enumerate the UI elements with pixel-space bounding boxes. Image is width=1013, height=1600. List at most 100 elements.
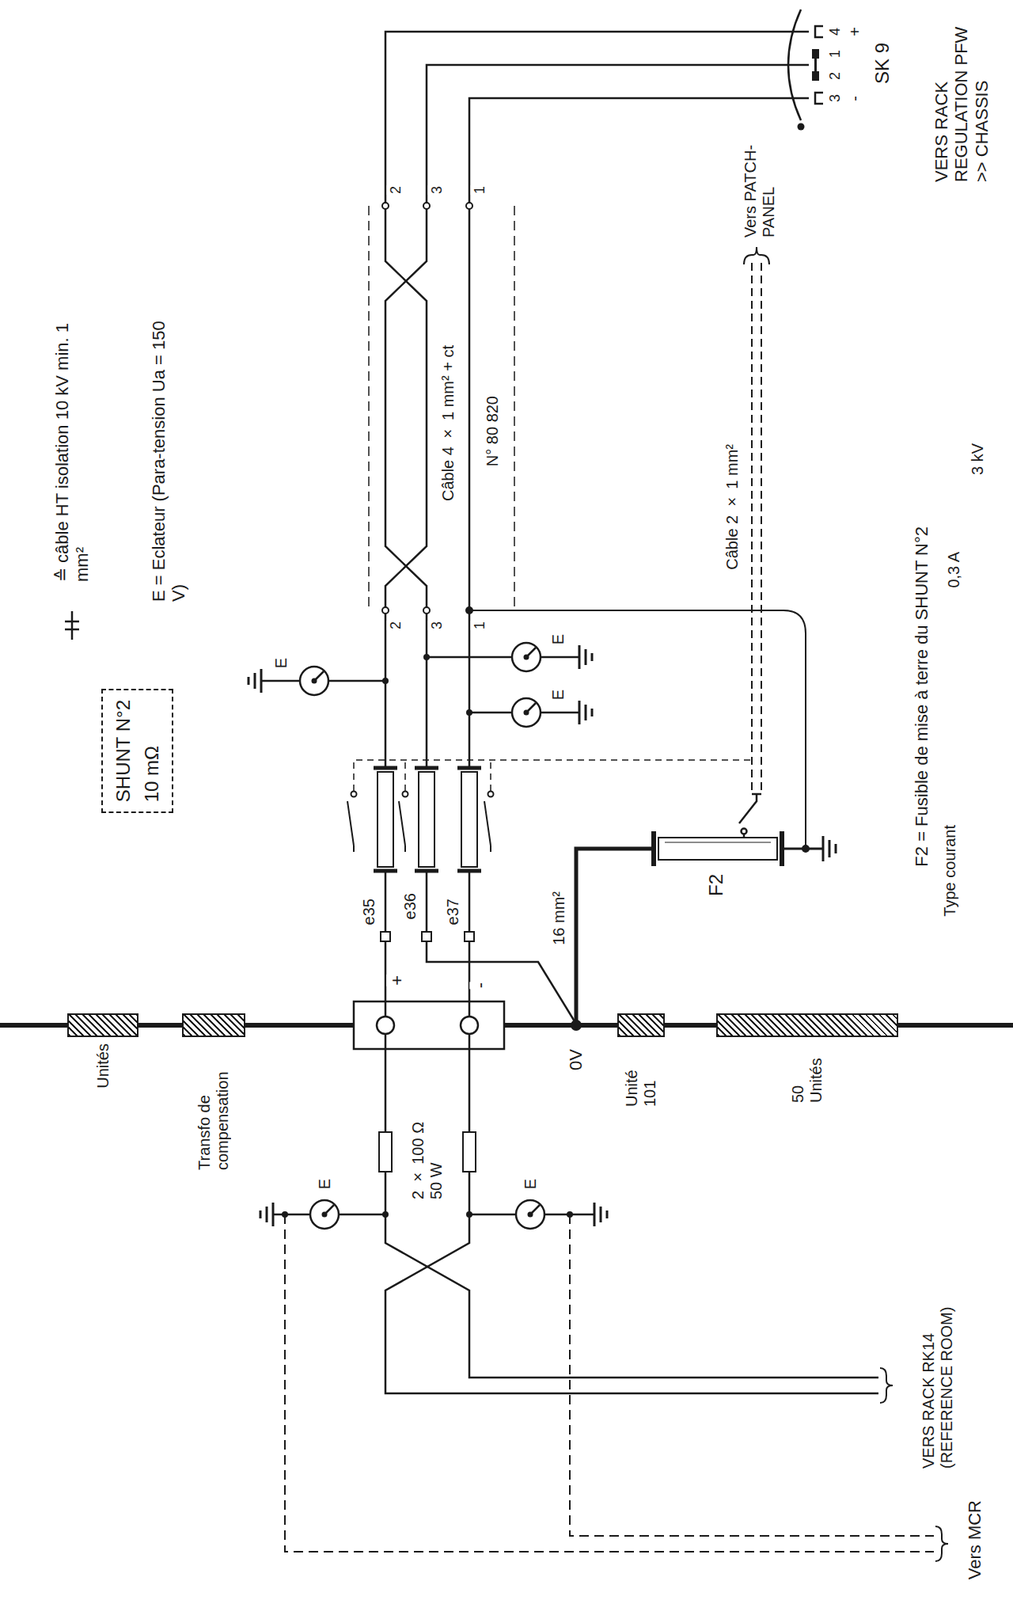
compensation-transformer: Transfo de compensation [182, 1013, 246, 1170]
switch-symbol [347, 800, 354, 852]
switch-symbol [741, 828, 748, 835]
terminal-square [380, 931, 391, 941]
terminal-square [380, 931, 475, 941]
switch-symbol [739, 793, 762, 838]
legend-note: E = Eclateur (Para-tension Ua = 150 V) [147, 315, 190, 603]
signal-wire [385, 1033, 879, 1378]
fuse-symbol [653, 830, 824, 866]
fuse-rating: 0,3 A [944, 550, 964, 589]
hatched-rect [617, 1013, 665, 1037]
junction-dot [801, 844, 810, 853]
ground-symbol [828, 839, 831, 858]
resistor-value: 2 × 100 Ω 50 W [408, 1103, 447, 1200]
spark-gap-label: E [548, 688, 569, 701]
spark-gap [261, 642, 595, 1229]
earth-conductor [576, 848, 654, 1025]
spark-gap-dot [423, 653, 430, 661]
spark-gap-dot [466, 709, 473, 716]
connector-pin [814, 58, 817, 72]
bus-connector [664, 1022, 717, 1028]
spark-gap-dot [382, 677, 389, 684]
switch-symbol [398, 800, 406, 852]
spark-gap-dot [523, 709, 530, 716]
spark-gap [512, 698, 541, 727]
destination-label: Vers PATCH-PANEL [740, 117, 779, 239]
polarity-sign: - [845, 94, 866, 103]
link-capsule [418, 771, 435, 867]
cable-shield [368, 205, 370, 611]
resistor-symbol [379, 1131, 392, 1172]
connector-pin [811, 71, 820, 81]
signal-wire [385, 31, 809, 1021]
spark-gap [515, 1199, 545, 1229]
connector-sk9 [815, 92, 824, 104]
ground-symbol [247, 676, 251, 685]
polarity-sign: - [469, 981, 491, 989]
spark-gap-label: E [548, 633, 569, 645]
hatched-rect [67, 1013, 139, 1037]
hv-cable-symbol [64, 610, 80, 640]
ground-symbol [591, 708, 594, 717]
ground-symbol [578, 700, 581, 725]
ground-symbol [259, 1210, 262, 1218]
connector-pin [797, 123, 805, 131]
spark-gap-label: E [314, 1177, 335, 1190]
patch-panel-cable [760, 262, 763, 794]
node-text: SHUNT N°2 [112, 699, 135, 802]
polarity-sign: + [845, 26, 866, 38]
terminal-square [464, 931, 475, 941]
destination-label: VERS RACK RK14 (REFERENCE ROOM) [918, 1301, 957, 1469]
magnet-unit: Unités [67, 1013, 139, 1089]
cable-shield [513, 205, 516, 611]
ground-symbol [254, 672, 257, 689]
fuse-rating: 3 kV [967, 442, 988, 476]
destination-label: Vers MCR [963, 1498, 986, 1580]
brace [880, 1367, 893, 1403]
cable-label: Câble 2 × 1 mm² [722, 443, 743, 571]
node-text: Unités [94, 1043, 113, 1089]
fuse-name: F2 [704, 872, 729, 897]
wire-number: 2 [386, 620, 406, 630]
pin-number: 1 [826, 49, 845, 59]
ground-symbol [823, 835, 836, 862]
spark-gap-dot [527, 1211, 534, 1218]
pin-number: 4 [826, 26, 845, 37]
shield-wire [469, 610, 806, 849]
terminal-label: e35 [359, 897, 380, 926]
signal-wire [385, 64, 809, 1021]
ground-symbol [822, 835, 825, 862]
cable-end [423, 202, 430, 209]
ground-symbol [260, 668, 263, 693]
magnet-unit: 50 Unités [716, 1013, 899, 1103]
signal-wire [469, 98, 809, 1017]
terminal-square [421, 931, 432, 941]
shield-wire [469, 610, 806, 849]
polarity-sign: + [386, 974, 408, 987]
magnet-unit: Unité 101 [617, 1013, 665, 1107]
destination-label: VERS RACK REGULATION PFW >> CHASSIS [930, 7, 993, 183]
spark-gap-label: E [271, 656, 292, 669]
hatched-rect [716, 1013, 899, 1037]
connector-sk9 [815, 26, 824, 38]
switch-symbol [402, 791, 409, 797]
spark-gap [310, 1199, 339, 1229]
node-text: Transfo de compensation [195, 1043, 232, 1170]
link-capsule [461, 771, 478, 867]
patch-panel-cable [751, 262, 762, 794]
cable-end [423, 607, 430, 614]
potential-label: 0V [565, 1047, 587, 1071]
control-link [353, 759, 752, 791]
fuse-symbol [658, 837, 778, 860]
spark-gap [273, 1213, 386, 1216]
cable-end [382, 202, 473, 614]
ground-symbol [265, 1206, 269, 1222]
node-text: 50 Unités [789, 1043, 826, 1103]
shunt-terminal-block [353, 1001, 505, 1049]
hatched-rect [182, 1013, 246, 1037]
terminal-label: e36 [400, 891, 421, 920]
ground-symbol [584, 648, 588, 665]
spark-gap-dot [311, 678, 318, 684]
spark-gap [299, 666, 329, 695]
fuse-symbol [651, 830, 657, 866]
ground-symbol [584, 704, 588, 721]
